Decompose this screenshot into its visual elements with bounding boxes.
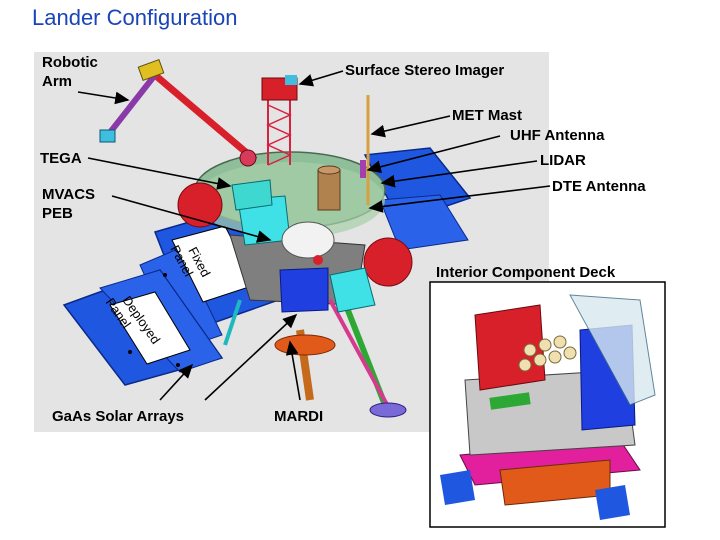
leader-lines bbox=[77, 70, 551, 401]
mardi-box bbox=[279, 267, 329, 313]
lidar bbox=[317, 169, 341, 211]
mvacs-peb-label: MVACS PEB bbox=[42, 186, 96, 222]
gaas-solar-arrays-label: GaAs Solar Arrays bbox=[52, 408, 185, 425]
surface-stereo-imager-label: Surface Stereo Imager bbox=[345, 62, 505, 79]
tega-label: TEGA bbox=[40, 150, 82, 167]
page-title: Lander Configuration bbox=[32, 5, 238, 30]
uhf-antenna bbox=[360, 160, 366, 178]
met-mast-label: MET Mast bbox=[452, 107, 523, 124]
surface-stereo-imager bbox=[261, 75, 298, 166]
dte-antenna-dish bbox=[281, 221, 335, 259]
tega-box bbox=[231, 179, 273, 211]
interior-component-deck-label: Interior Component Deck bbox=[436, 264, 616, 281]
interior-component-deck-inset bbox=[429, 281, 666, 528]
mardi-label: MARDI bbox=[274, 408, 324, 425]
lidar-label: LIDAR bbox=[540, 152, 586, 169]
dte-antenna-label: DTE Antenna bbox=[552, 178, 646, 195]
robotic-arm bbox=[99, 59, 258, 167]
uhf-antenna-label: UHF Antenna bbox=[510, 127, 605, 144]
propellant-tank-right bbox=[363, 237, 413, 287]
robotic-arm-label: Robotic Arm bbox=[42, 54, 98, 90]
propellant-tank-left bbox=[177, 182, 223, 228]
